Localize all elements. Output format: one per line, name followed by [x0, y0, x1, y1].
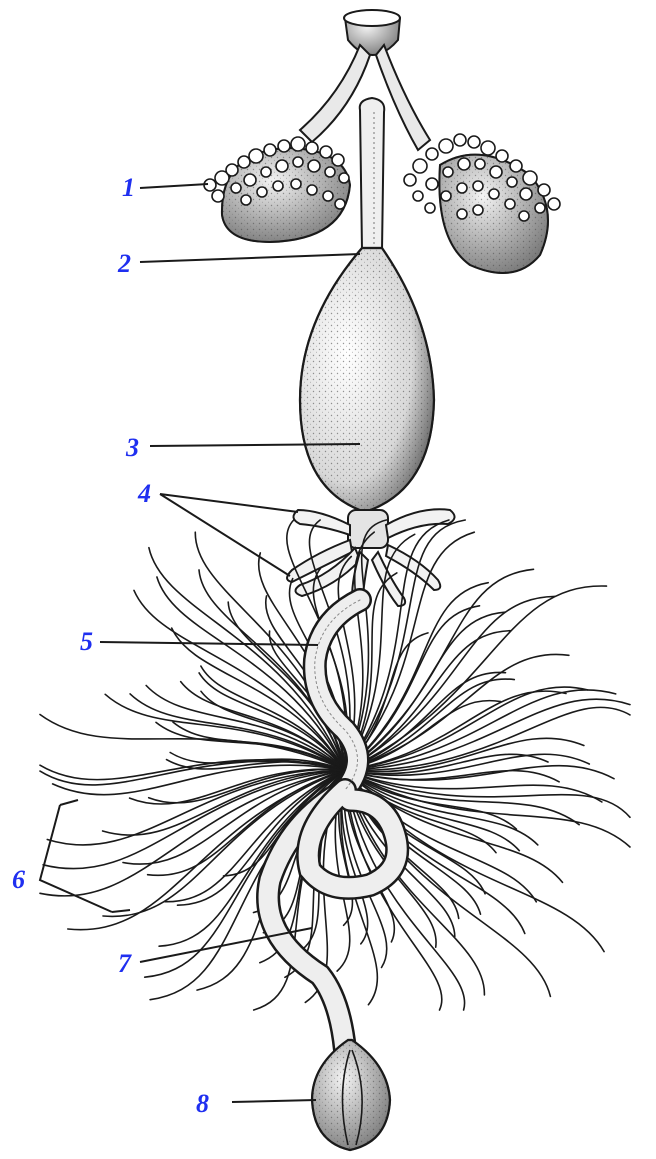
label-5: 5: [80, 627, 93, 656]
central-tube: [360, 98, 385, 250]
filament-mass: [40, 520, 630, 1010]
top-cup: [344, 10, 400, 55]
terminal-bulb: [312, 1040, 390, 1150]
leader-bracket-6: [40, 805, 112, 912]
leader-line-4a: [160, 494, 298, 512]
labels: 1 2 3 4 5 6 7 8: [12, 173, 209, 1118]
label-2: 2: [117, 249, 131, 278]
filament: [105, 694, 345, 770]
label-6: 6: [12, 865, 25, 894]
leader-line-4b: [160, 494, 290, 576]
leader-line-6a: [60, 800, 78, 805]
neck-ring: [348, 510, 388, 548]
label-3: 3: [125, 433, 139, 462]
bulb: [300, 248, 434, 512]
leader-line-6b: [112, 910, 130, 912]
leader-line-8: [232, 1100, 316, 1102]
label-8: 8: [196, 1089, 209, 1118]
leader-line-2: [140, 254, 360, 262]
label-1: 1: [122, 173, 135, 202]
label-7: 7: [118, 949, 132, 978]
leader-line-1: [140, 184, 208, 188]
label-4: 4: [137, 479, 151, 508]
